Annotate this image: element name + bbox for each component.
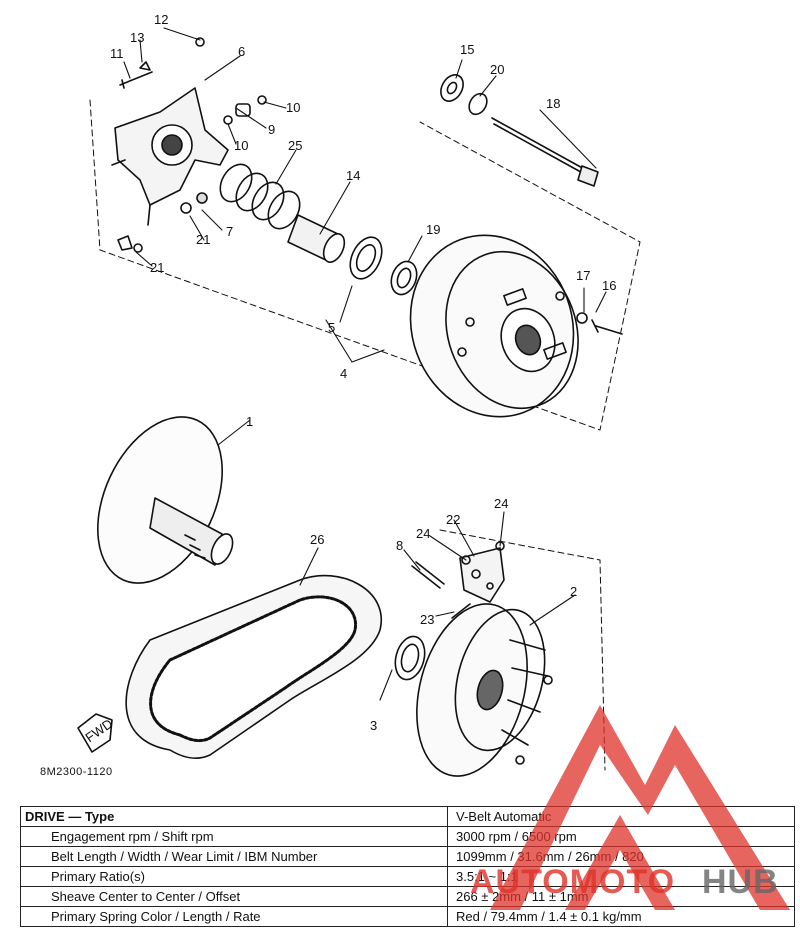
oil-seal (349, 236, 383, 280)
v-belt (125, 574, 383, 759)
callout-labels: 1 2 3 4 5 6 7 8 9 10 10 11 12 13 14 15 1… (82, 12, 616, 745)
primary-assembly-boundary (89, 99, 641, 431)
callout-9: 9 (268, 122, 275, 137)
callout-25: 25 (288, 138, 302, 153)
spec-row: Primary Spring Color / Length / Rate Red… (20, 906, 795, 927)
washer-17 (576, 312, 588, 324)
callout-21a: 21 (196, 232, 210, 247)
callout-12: 12 (154, 12, 168, 27)
spec-row: Primary Ratio(s) 3.5:1 ~ 1:1 (20, 866, 795, 887)
fixed-sheave (97, 416, 234, 584)
callout-23: 23 (420, 612, 434, 627)
center-bolt (491, 117, 599, 187)
primary-spring (219, 163, 301, 230)
spec-row: Belt Length / Width / Wear Limit / IBM N… (20, 846, 795, 867)
nut-24a (461, 555, 471, 565)
bolt-23 (451, 603, 471, 619)
drawing-code: 8M2300-1120 (40, 766, 113, 778)
callout-3: 3 (370, 718, 377, 733)
spec-label: Belt Length / Width / Wear Limit / IBM N… (20, 846, 448, 867)
callout-11: 11 (110, 46, 124, 61)
callout-2: 2 (570, 584, 577, 599)
spec-header-label: DRIVE — Type (20, 806, 448, 827)
callout-8: 8 (396, 538, 403, 553)
spec-value: 3000 rpm / 6500 rpm (447, 826, 795, 847)
bolt-16 (591, 319, 623, 335)
spec-value: 1099mm / 31.6mm / 26mm / 820 (447, 846, 795, 867)
bolt-11 (119, 71, 153, 89)
spec-label: Primary Spring Color / Length / Rate (20, 906, 448, 927)
callout-15: 15 (460, 42, 474, 57)
spec-header-row: DRIVE — Type V-Belt Automatic (20, 806, 795, 827)
callout-24a: 24 (416, 526, 430, 541)
spec-value: 3.5:1 ~ 1:1 (447, 866, 795, 887)
spec-label: Primary Ratio(s) (20, 866, 448, 887)
weight-7a (196, 192, 208, 204)
spec-row: Sheave Center to Center / Offset 266 ± 2… (20, 886, 795, 907)
callout-19: 19 (426, 222, 440, 237)
callout-4: 4 (340, 366, 347, 381)
spec-header-value: V-Belt Automatic (447, 806, 795, 827)
washer-15 (440, 74, 464, 102)
callout-21b: 21 (150, 260, 164, 275)
washer-10a (257, 95, 267, 105)
bushing (390, 260, 418, 296)
secondary-assembly-boundary (439, 529, 606, 771)
movable-sheave (409, 234, 579, 418)
washer-21b (133, 243, 143, 253)
bolt-13 (139, 61, 151, 71)
callout-10b: 10 (234, 138, 248, 153)
spec-table: DRIVE — Type V-Belt Automatic Engagement… (20, 806, 795, 927)
pin-8 (411, 561, 445, 589)
washer-10b (223, 115, 233, 125)
secondary-seal (394, 635, 426, 681)
callout-6: 6 (238, 44, 245, 59)
nut-12 (195, 37, 205, 47)
spec-value: 266 ± 2mm / 11 ± 1mm (447, 886, 795, 907)
washer-21a (180, 202, 192, 214)
spider-plate (111, 87, 229, 226)
spec-label: Sheave Center to Center / Offset (20, 886, 448, 907)
callout-17: 17 (576, 268, 590, 283)
callout-16: 16 (602, 278, 616, 293)
weight-7b (117, 235, 133, 251)
exploded-drive-diagram: 1 2 3 4 5 6 7 8 9 10 10 11 12 13 14 15 1… (77, 12, 641, 777)
spec-label: Engagement rpm / Shift rpm (20, 826, 448, 847)
callout-14: 14 (346, 168, 360, 183)
callout-22: 22 (446, 512, 460, 527)
callout-20: 20 (490, 62, 504, 77)
bracket-22 (459, 547, 505, 603)
callout-1: 1 (246, 414, 253, 429)
callout-10a: 10 (286, 100, 300, 115)
fwd-arrow (77, 713, 113, 753)
callout-24b: 24 (494, 496, 508, 511)
spec-value: Red / 79.4mm / 1.4 ± 0.1 kg/mm (447, 906, 795, 927)
callout-13: 13 (130, 30, 144, 45)
spec-row: Engagement rpm / Shift rpm 3000 rpm / 65… (20, 826, 795, 847)
callout-26: 26 (310, 532, 324, 547)
washer-20 (468, 92, 488, 116)
callout-7: 7 (226, 224, 233, 239)
collar (287, 214, 346, 263)
callout-5: 5 (328, 320, 335, 335)
callout-18: 18 (546, 96, 560, 111)
slider-9 (235, 103, 251, 117)
